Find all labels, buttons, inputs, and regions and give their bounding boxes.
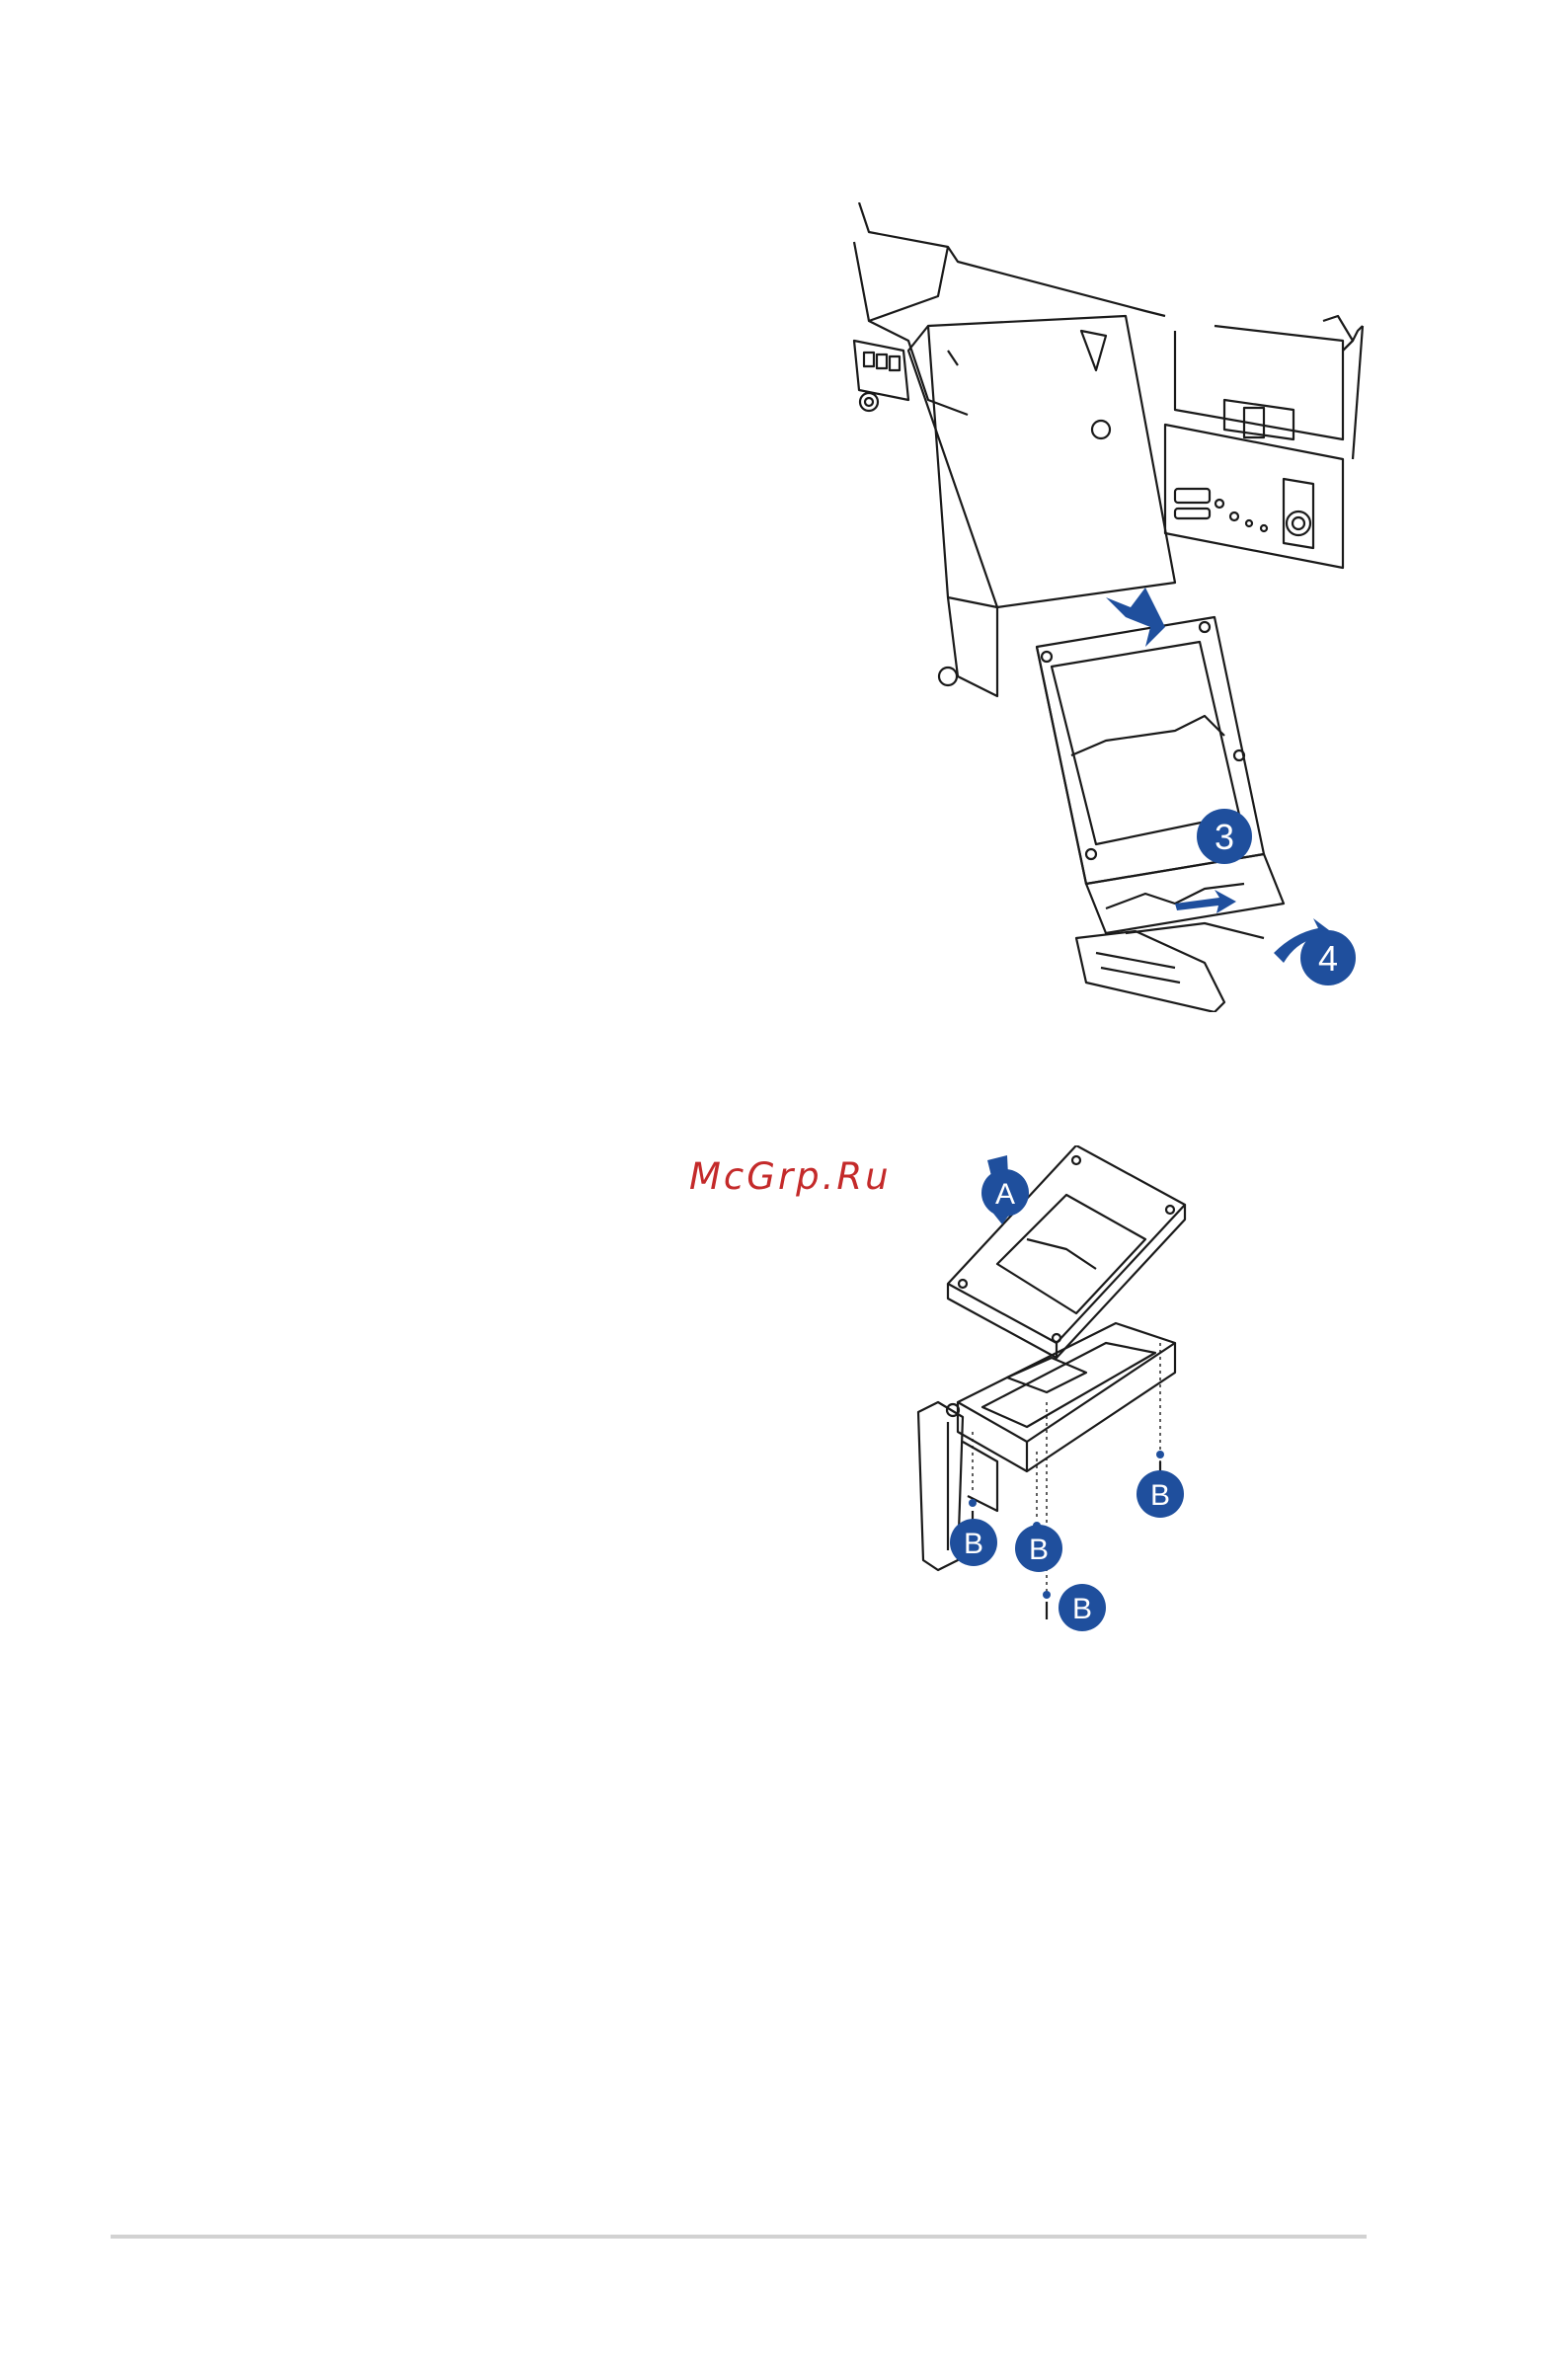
svg-text:B: B (1150, 1479, 1170, 1512)
svg-text:3: 3 (1215, 817, 1234, 857)
callout-3: 3 (1197, 809, 1252, 864)
drive-mounting-illustration: A B B B B (889, 1145, 1224, 1659)
callout-4: 4 (1300, 930, 1356, 985)
callout-a: A (981, 1169, 1029, 1217)
footer-divider (111, 2235, 1367, 2239)
svg-text:B: B (964, 1528, 983, 1560)
watermark-text: McGrp.Ru (689, 1155, 892, 1198)
svg-text:4: 4 (1318, 938, 1338, 979)
svg-text:B: B (1072, 1593, 1092, 1625)
svg-text:A: A (995, 1178, 1015, 1211)
drive-tray-install-illustration: 3 4 (849, 202, 1382, 1012)
callout-b-2: B (1015, 1525, 1062, 1572)
callout-b-4: B (1137, 1470, 1184, 1518)
callout-b-1: B (950, 1519, 997, 1566)
callout-b-3: B (1058, 1584, 1106, 1631)
svg-text:B: B (1029, 1534, 1049, 1566)
